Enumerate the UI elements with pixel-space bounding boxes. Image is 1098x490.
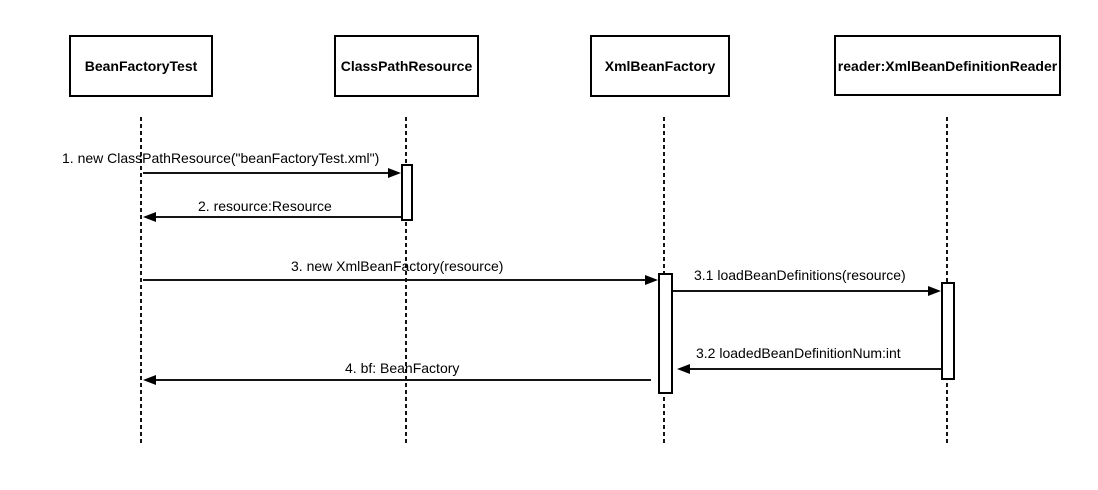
actor-label-reader: reader:XmlBeanDefinitionReader: [837, 57, 1058, 74]
actor-box-reader: reader:XmlBeanDefinitionReader: [834, 35, 1061, 96]
message-1-line: [143, 172, 390, 174]
actor-label-xmlbeanfactory: XmlBeanFactory: [604, 58, 716, 74]
message-3-1-line: [673, 290, 930, 292]
message-1-label: 1. new ClassPathResource("beanFactoryTes…: [62, 150, 380, 166]
actor-box-beanfactorytest: BeanFactoryTest: [69, 35, 213, 97]
message-3-line: [143, 279, 647, 281]
actor-box-xmlbeanfactory: XmlBeanFactory: [590, 35, 730, 97]
lifeline-reader: [946, 117, 948, 443]
message-1-arrowhead-icon: [388, 168, 401, 178]
message-3-label: 3. new XmlBeanFactory(resource): [291, 258, 504, 274]
message-3-2-line: [689, 368, 941, 370]
activation-bar-classpathresource: [401, 164, 413, 221]
message-3-arrowhead-icon: [645, 275, 658, 285]
actor-label-beanfactorytest: BeanFactoryTest: [84, 58, 198, 74]
message-3-1-label: 3.1 loadBeanDefinitions(resource): [694, 267, 906, 283]
message-2-line: [155, 216, 401, 218]
actor-box-classpathresource: ClassPathResource: [334, 35, 479, 97]
actor-label-classpathresource: ClassPathResource: [340, 58, 473, 74]
message-3-1-arrowhead-icon: [928, 286, 941, 296]
activation-bar-reader: [941, 282, 955, 380]
message-4-label: 4. bf: BeanFactory: [345, 360, 460, 376]
message-2-label: 2. resource:Resource: [198, 198, 332, 214]
activation-bar-xmlbeanfactory: [658, 273, 673, 394]
message-4-line: [155, 379, 651, 381]
lifeline-beanfactorytest: [140, 117, 142, 443]
message-3-2-arrowhead-icon: [677, 364, 690, 374]
message-3-2-label: 3.2 loadedBeanDefinitionNum:int: [696, 345, 901, 361]
message-2-arrowhead-icon: [143, 212, 156, 222]
message-4-arrowhead-icon: [143, 375, 156, 385]
